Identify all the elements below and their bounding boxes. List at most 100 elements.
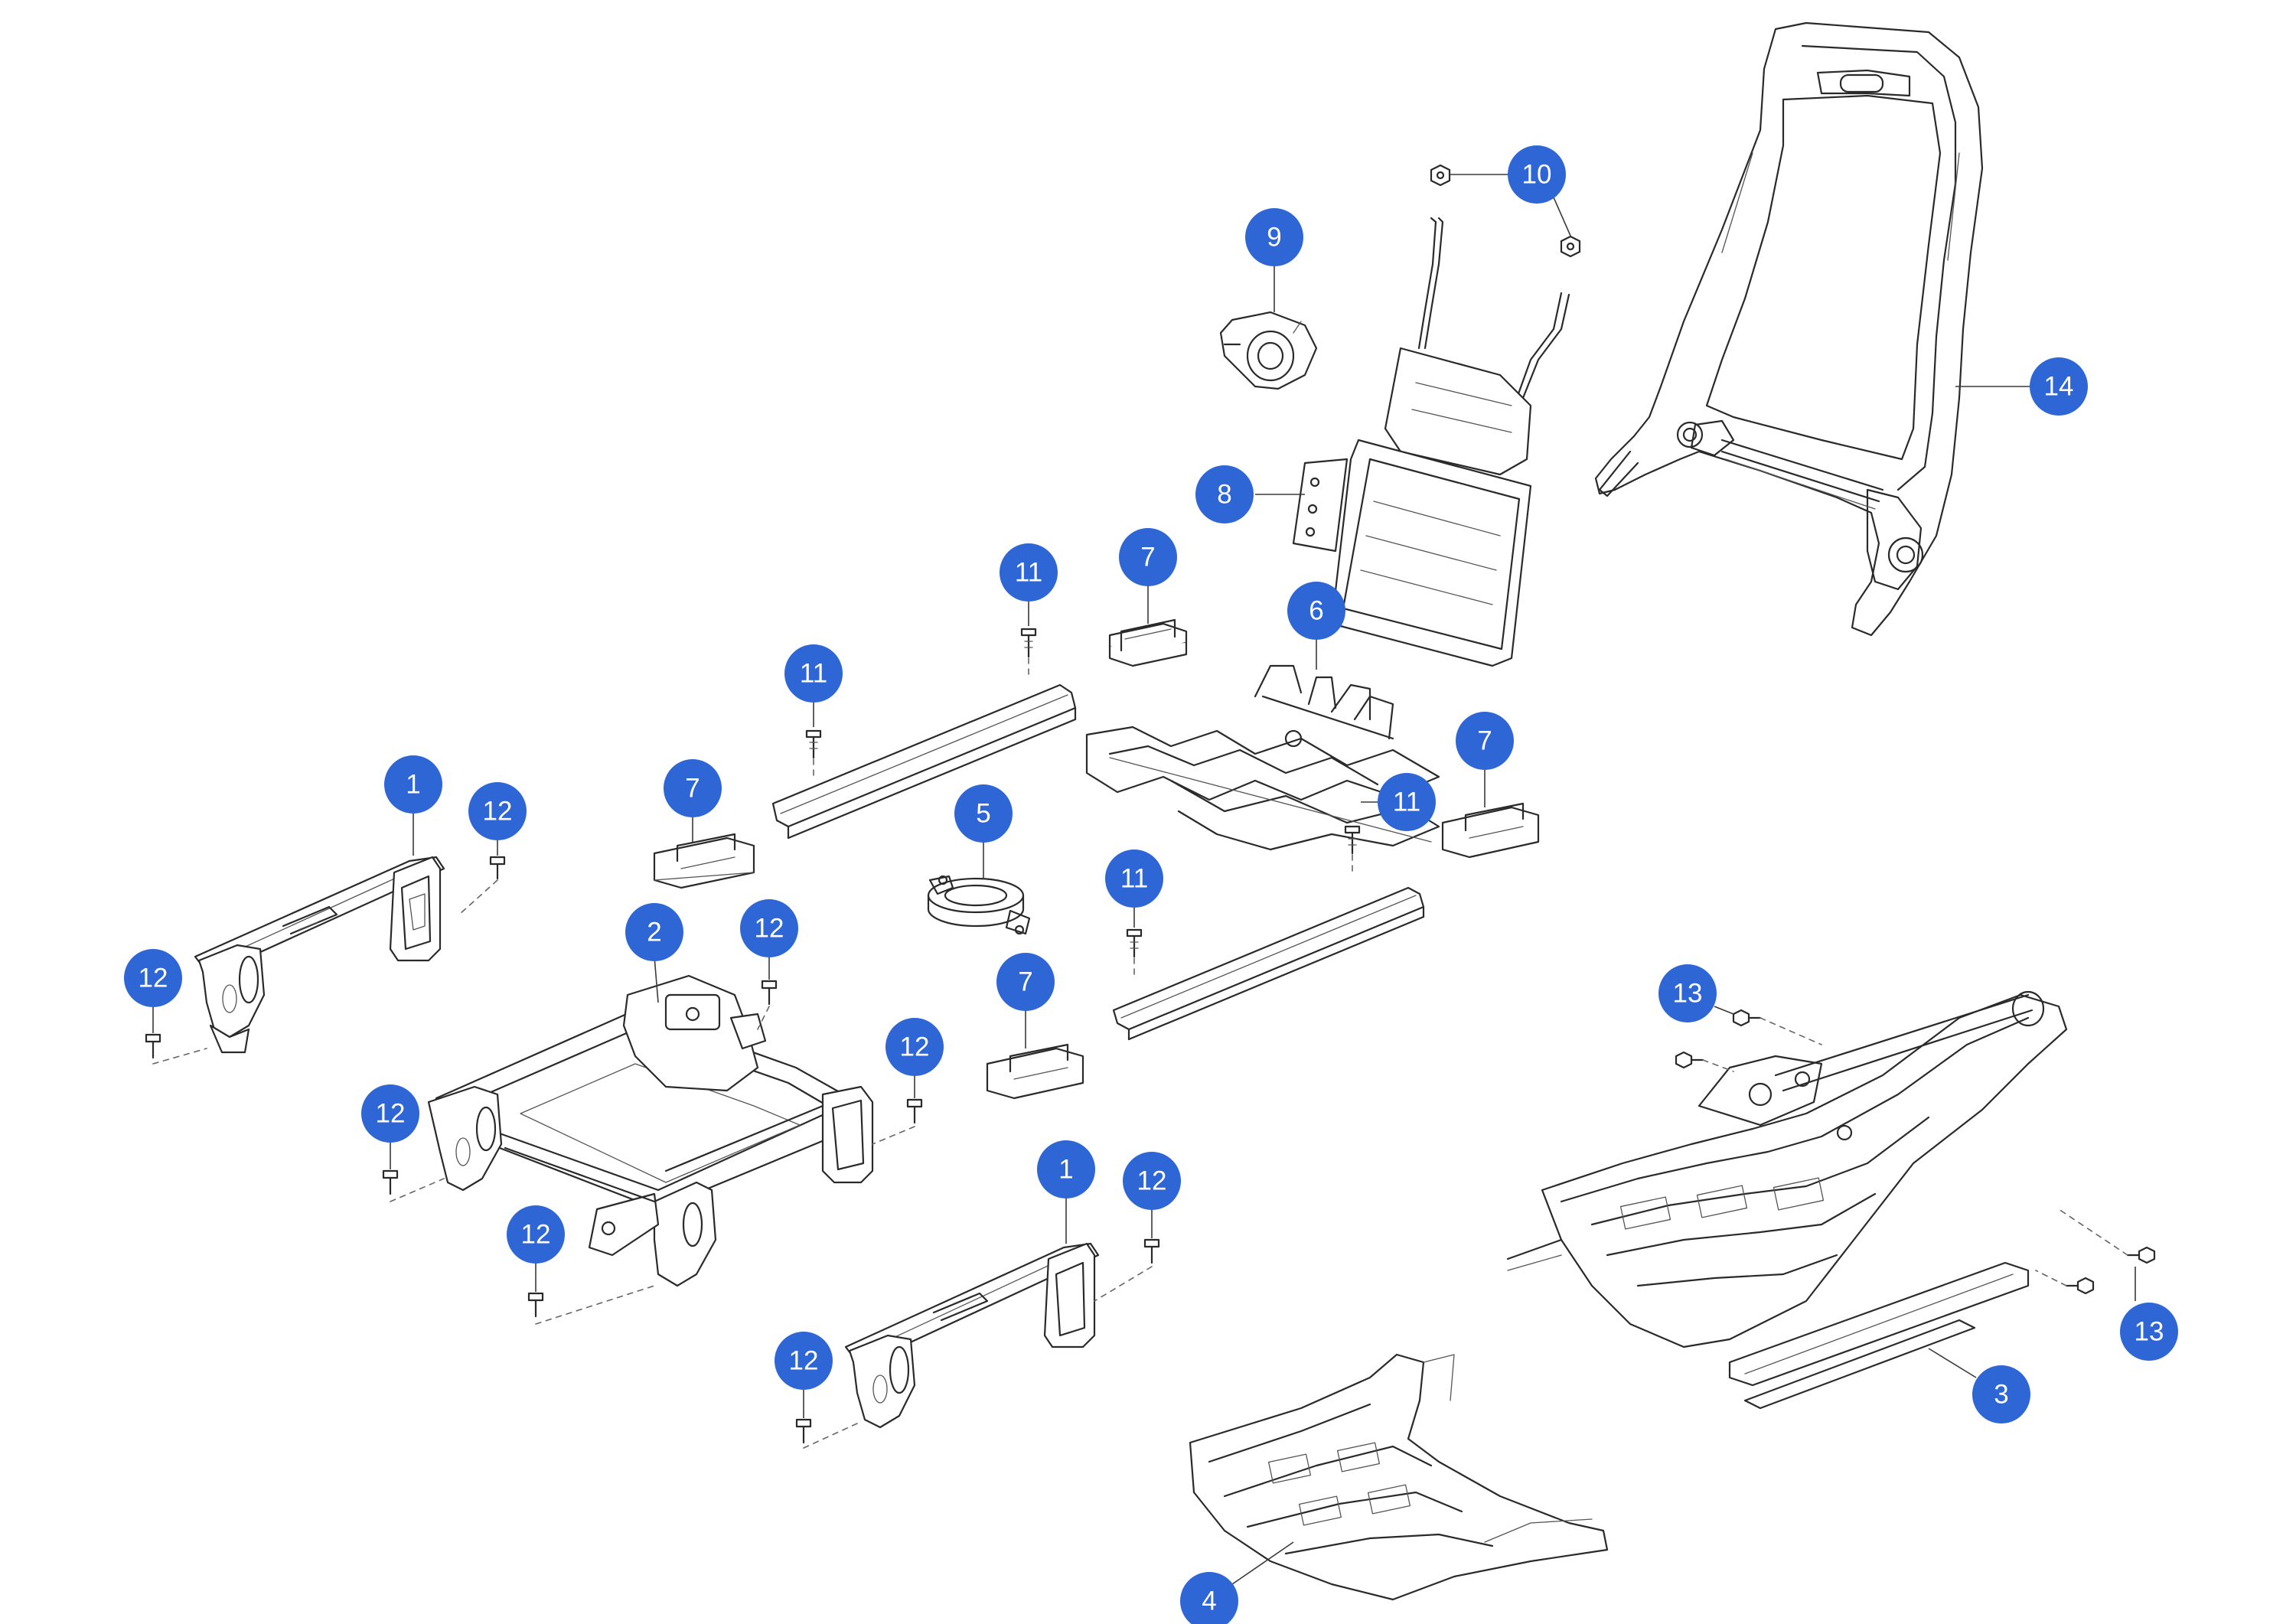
callout-circle	[361, 1084, 419, 1143]
callout-circle	[885, 1018, 944, 1076]
callout-number: 12	[483, 797, 513, 827]
part-2-swivel-base	[427, 974, 874, 1287]
callout-c11a: 11	[784, 644, 843, 703]
callout-c12b: 12	[124, 949, 182, 1007]
part-7-clip-left	[653, 833, 755, 889]
bolt-12h	[795, 1418, 858, 1449]
callout-number: 1	[406, 770, 420, 800]
callout-number: 7	[1477, 726, 1492, 756]
callout-number: 11	[1120, 864, 1148, 894]
callout-circle	[1180, 1572, 1238, 1624]
bolt-12e	[382, 1169, 445, 1202]
part-13-screws	[1675, 1009, 2156, 1295]
leader-3	[1928, 1348, 1977, 1378]
callout-number: 12	[789, 1346, 819, 1376]
callout-c12h: 12	[775, 1332, 833, 1390]
callout-c11b: 11	[1000, 543, 1058, 602]
callout-c14: 14	[2030, 357, 2088, 416]
callout-circle	[1658, 964, 1717, 1022]
callout-circle	[784, 644, 843, 703]
callout-circle	[1000, 543, 1058, 602]
callout-number: 1	[1058, 1155, 1073, 1185]
leader-4	[1231, 1541, 1294, 1585]
callout-c13b: 13	[2120, 1303, 2178, 1361]
screw-13a	[1732, 1009, 1822, 1045]
callout-c12f: 12	[507, 1205, 565, 1264]
callout-c7b: 7	[664, 759, 722, 817]
part-7-clip-right	[1441, 802, 1540, 859]
callout-circle	[740, 899, 798, 957]
callout-number: 7	[685, 774, 700, 804]
callout-circle	[1037, 1140, 1095, 1198]
part-11-bolt-a	[805, 729, 822, 778]
callout-number: 13	[1673, 979, 1703, 1009]
callout-circle	[1119, 528, 1177, 586]
callout-circle	[664, 759, 722, 817]
callout-c10: 10	[1508, 145, 1566, 204]
callout-c2: 2	[625, 903, 683, 961]
callout-number: 6	[1309, 596, 1323, 626]
part-14-seatback-frame	[1594, 21, 1984, 637]
part-3-seat-frame	[1506, 990, 2068, 1410]
callout-circle	[1195, 465, 1254, 523]
callout-c12a: 12	[468, 782, 527, 840]
leader-2	[654, 956, 659, 1003]
part-8-back-panel	[1292, 217, 1570, 667]
screw-13b	[1675, 1051, 1734, 1072]
callout-number: 11	[800, 659, 827, 689]
callout-number: 2	[647, 918, 661, 947]
bolt-12d	[872, 1098, 923, 1145]
part-11-bolt-c	[1344, 825, 1361, 877]
callout-circle	[507, 1205, 565, 1264]
callout-c12g: 12	[1123, 1152, 1181, 1210]
bolt-12g	[1094, 1238, 1160, 1302]
callout-circle	[384, 755, 442, 814]
part-1-bracket-right	[844, 1242, 1100, 1429]
part-6-spring-mat	[1085, 664, 1440, 851]
callout-circle	[1456, 712, 1514, 770]
callout-number: 12	[376, 1099, 406, 1129]
slide-rail-lower	[1112, 886, 1425, 1041]
bolt-12b	[145, 1033, 207, 1065]
callout-number: 12	[1137, 1166, 1167, 1196]
callout-circle	[1245, 208, 1303, 266]
callout-c9: 9	[1245, 208, 1303, 266]
callout-c3: 3	[1972, 1365, 2030, 1423]
callout-c5: 5	[954, 784, 1013, 843]
callout-c7d: 7	[996, 953, 1055, 1011]
callout-circle	[954, 784, 1013, 843]
screw-13d	[2035, 1270, 2095, 1295]
part-10-nuts	[1430, 164, 1581, 258]
callout-c11c: 11	[1378, 773, 1436, 831]
callout-c6: 6	[1287, 582, 1345, 640]
part-7-clip-lower	[986, 1043, 1084, 1100]
callout-c4: 4	[1180, 1572, 1238, 1624]
callout-c8: 8	[1195, 465, 1254, 523]
callout-number: 12	[521, 1220, 551, 1250]
callout-circle	[1105, 850, 1163, 908]
callout-circle	[625, 903, 683, 961]
callout-c7a: 7	[1119, 528, 1177, 586]
callout-number: 7	[1018, 967, 1032, 997]
callout-number: 10	[1522, 160, 1552, 190]
slide-rail-upper	[771, 683, 1077, 840]
callout-number: 7	[1140, 543, 1155, 572]
callout-circle	[1123, 1152, 1181, 1210]
callout-circle	[775, 1332, 833, 1390]
bolt-12c	[757, 980, 778, 1030]
callout-circle	[1287, 582, 1345, 640]
callout-c1b: 1	[1037, 1140, 1095, 1198]
callout-circle	[1378, 773, 1436, 831]
callout-c7c: 7	[1456, 712, 1514, 770]
part-4-seat-pan	[1189, 1353, 1609, 1601]
callout-circle	[468, 782, 527, 840]
callout-number: 12	[755, 914, 784, 944]
callout-c13a: 13	[1658, 964, 1717, 1022]
callout-circle	[2030, 357, 2088, 416]
part-7-clip-upper	[1108, 618, 1188, 667]
part-11-bolt-d	[1126, 928, 1143, 980]
leader-13a	[1714, 1006, 1734, 1015]
part-11-bolt-b	[1020, 628, 1037, 678]
callout-number: 12	[900, 1032, 930, 1062]
